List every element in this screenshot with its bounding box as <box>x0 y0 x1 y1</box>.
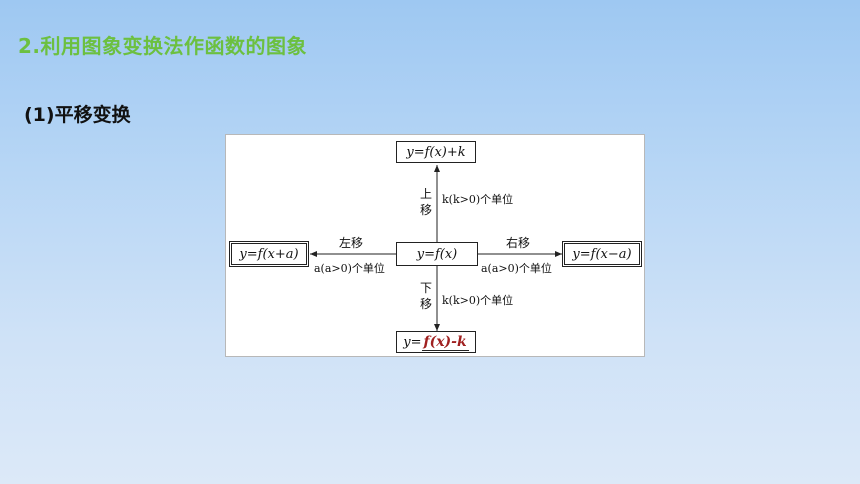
right-function-box: y=f(x−a) <box>562 241 642 267</box>
diagram-arrows <box>310 165 562 331</box>
left-condition: a(a>0)个单位 <box>314 262 385 275</box>
subsection-heading: (1)平移变换 <box>24 104 131 126</box>
right-condition: a(a>0)个单位 <box>481 262 552 275</box>
left-label: 左移 <box>339 236 364 250</box>
bottom-prefix: y= <box>403 334 422 350</box>
down-condition: k(k>0)个单位 <box>442 294 514 307</box>
bottom-function-box: y=f(x)-k <box>396 331 476 353</box>
section-heading: 2.利用图象变换法作函数的图象 <box>18 34 308 58</box>
down-label-2: 移 <box>419 297 432 311</box>
center-function-box: y=f(x) <box>396 242 478 266</box>
bottom-answer: f(x)-k <box>421 333 469 351</box>
right-label: 右移 <box>506 236 531 250</box>
up-label-1: 上 <box>419 187 432 201</box>
down-label-1: 下 <box>419 281 432 295</box>
left-function-box: y=f(x+a) <box>229 241 309 267</box>
up-condition: k(k>0)个单位 <box>442 193 514 206</box>
translation-diagram: y=f(x)+k y=f(x) y=f(x+a) y=f(x−a) y=f(x)… <box>225 134 645 357</box>
up-label-2: 移 <box>419 203 432 217</box>
top-function-box: y=f(x)+k <box>396 141 476 163</box>
